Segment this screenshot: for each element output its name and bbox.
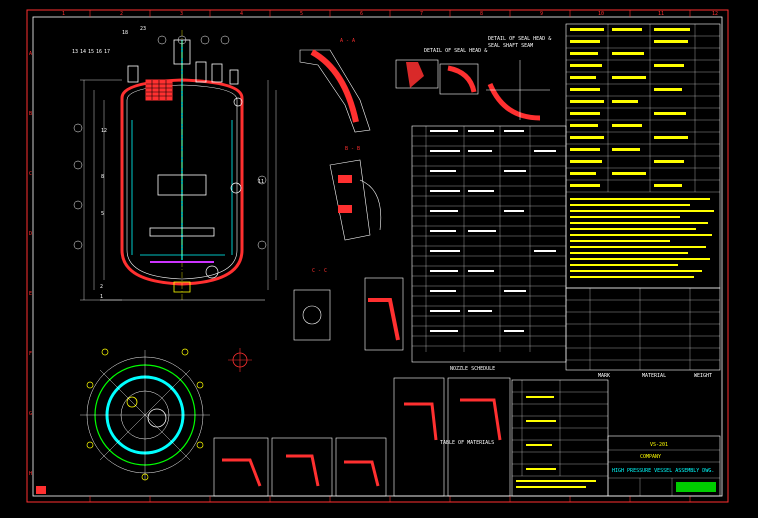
title-block: VS-201 COMPANY HIGH PRESSURE VESSEL ASSE… [607, 435, 721, 497]
balloon-label: 2 [100, 284, 103, 290]
plan-view [80, 348, 210, 481]
table-title: TABLE OF MATERIALS [440, 440, 494, 446]
detail-label: A - A [340, 38, 355, 44]
zone-letter: E [29, 291, 32, 297]
sheet-border-inner [32, 16, 723, 497]
drawing-number: VS-201 [650, 442, 668, 448]
balloon-label: 1 [100, 294, 103, 300]
zone-number: 10 [598, 11, 604, 17]
zone-letter: A [29, 51, 32, 57]
zone-letter: D [29, 231, 32, 237]
item-balloons: 13 14 15 16 17 18 23 12 8 5 11 2 1 [72, 26, 267, 300]
zone-letter: C [29, 171, 32, 177]
impeller-lower [149, 227, 215, 237]
impeller [157, 174, 207, 196]
balloon-label: 13 [72, 49, 78, 55]
balloon-label: 5 [101, 211, 104, 217]
zone-number: 5 [300, 11, 303, 17]
zone-letter: B [29, 111, 32, 117]
parts-list-table: MARK MATERIAL WEIGHT [565, 287, 721, 379]
nozzle-schedule-table: NOZZLE SCHEDULE [411, 125, 567, 372]
zone-number: 6 [360, 11, 363, 17]
sheet-border-outer [26, 9, 729, 503]
detail-label: B - B [345, 146, 360, 152]
company-name: COMPANY [640, 454, 661, 460]
balloon-label: 8 [101, 174, 104, 180]
balloon-label: 23 [140, 26, 146, 32]
bill-of-materials: TABLE OF MATERIALS [440, 379, 609, 497]
parts-header: MARK [598, 373, 610, 379]
zone-letter: F [29, 351, 32, 357]
design-data-table [565, 23, 721, 289]
balloon-label: 16 [96, 49, 102, 55]
table-title: NOZZLE SCHEDULE [450, 366, 495, 372]
balloon-label: 11 [258, 179, 264, 185]
details-middle: B - B C - C [293, 146, 404, 351]
zone-number: 1 [62, 11, 65, 17]
zone-letters-left: A B C D E F G H [29, 51, 32, 477]
parts-header: WEIGHT [694, 373, 712, 379]
detail-title: DETAIL OF SEAL HEAD & [488, 36, 551, 42]
drawing-title: HIGH PRESSURE VESSEL ASSEMBLY DWG. [612, 468, 714, 474]
section-symbol [228, 348, 252, 372]
zone-number: 11 [658, 11, 664, 17]
zone-number: 9 [540, 11, 543, 17]
balloon-label: 12 [101, 128, 107, 134]
zone-number: 8 [480, 11, 483, 17]
zone-letter: H [29, 471, 32, 477]
zone-numbers-top: 1 2 3 4 5 6 7 8 9 10 11 12 [62, 11, 718, 17]
details-top: A - A DETAIL OF SEAL HEAD & DETAIL OF SE… [299, 36, 551, 133]
bottom-detail-boxes [213, 377, 511, 497]
balloon-label: 18 [122, 30, 128, 36]
detail-label: C - C [312, 268, 327, 274]
zone-number: 4 [240, 11, 243, 17]
zone-ticks [89, 10, 691, 502]
zone-number: 2 [120, 11, 123, 17]
balloon-label: 17 [104, 49, 110, 55]
detail-subtitle: SEAL SHAFT SEAM [488, 43, 533, 49]
zone-letter: G [29, 411, 32, 417]
zone-number: 3 [180, 11, 183, 17]
balloon-label: 14 [80, 49, 86, 55]
vessel-elevation [80, 30, 277, 301]
zone-number: 7 [420, 11, 423, 17]
zone-number: 12 [712, 11, 718, 17]
balloon-label: 15 [88, 49, 94, 55]
revision-marker [36, 486, 46, 494]
detail-title: DETAIL OF SEAL HEAD & [424, 48, 487, 54]
parts-header: MATERIAL [642, 373, 666, 379]
